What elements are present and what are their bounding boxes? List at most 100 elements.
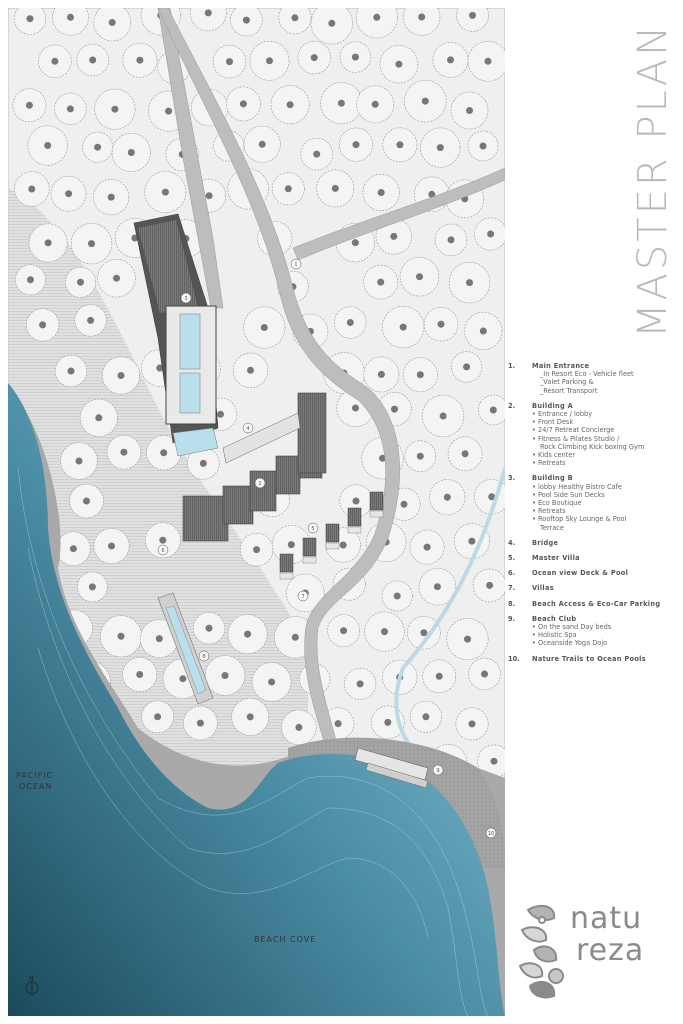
tree-trunk-icon xyxy=(88,240,95,248)
legend-subitem: Fitness & Pilates Studio / xyxy=(532,435,679,443)
legend-subitem: Rock Climbing Kick boxing Gym xyxy=(540,442,645,451)
tree-trunk-icon xyxy=(44,142,52,149)
north-label: N xyxy=(29,975,34,982)
tree-trunk-icon xyxy=(51,57,59,65)
legend-number: 1. xyxy=(508,362,516,370)
tree-trunk-icon xyxy=(436,144,444,152)
tree-trunk-icon xyxy=(352,404,359,412)
plan-marker xyxy=(432,764,444,776)
entrance-road xyxy=(157,8,224,309)
tree-trunk-icon xyxy=(418,13,426,21)
legend-number: 3. xyxy=(508,474,516,483)
tree-trunk-icon xyxy=(25,101,33,109)
tree-icon xyxy=(190,8,227,32)
tree-trunk-icon xyxy=(89,56,97,64)
tree-trunk-icon xyxy=(26,15,34,23)
plan-marker-label: 4 xyxy=(246,426,249,432)
villa xyxy=(369,491,384,511)
villa-deck xyxy=(325,542,340,550)
legend-number: 7. xyxy=(508,584,516,593)
tree-trunk-icon xyxy=(217,410,224,418)
ocean-view-pool xyxy=(157,592,214,705)
legend-sublist: lobby Healthy Bistro CafePool Side Sun D… xyxy=(532,483,679,532)
tree-trunk-icon xyxy=(352,141,360,149)
legend-sublist: On the sand Day bedsHolistic SpaOceansid… xyxy=(532,623,679,648)
plan-legend: 1. Main Entrance_In Resort Eco - Vehicle … xyxy=(507,362,679,670)
tree-trunk-icon xyxy=(127,149,135,156)
logo-leaf-icon xyxy=(518,904,564,999)
tree-trunk-icon xyxy=(67,13,74,21)
ocean xyxy=(8,383,505,1016)
tree-trunk-icon xyxy=(486,581,494,589)
tree-trunk-icon xyxy=(489,406,497,414)
tree-trunk-icon xyxy=(77,278,84,286)
plan-marker-label: 5 xyxy=(311,526,314,532)
tree-trunk-icon xyxy=(65,190,73,198)
tree-trunk-icon xyxy=(291,633,299,641)
tree-trunk-icon xyxy=(242,16,250,24)
legend-number: 2. xyxy=(508,401,516,410)
legend-subitem: _In Resort Eco - Vehicle fleet xyxy=(540,370,634,379)
tree-trunk-icon xyxy=(258,140,266,148)
villas xyxy=(279,491,384,580)
plan-marker-label: 6 xyxy=(161,548,164,554)
legend-item: 6.Ocean view Deck & Pool xyxy=(507,569,679,577)
tree-trunk-icon xyxy=(120,448,128,456)
legend-item: 9.Beach ClubOn the sand Day bedsHolistic… xyxy=(507,615,679,648)
building-a-terrace xyxy=(222,412,301,464)
tree-trunk-icon xyxy=(384,718,392,726)
legend-title: Main Entrance xyxy=(532,362,590,370)
tree-trunk-icon xyxy=(352,497,360,505)
tree-trunk-icon xyxy=(108,542,115,550)
tree-trunk-icon xyxy=(155,635,163,643)
pacific-ocean-label-2: OCEAN xyxy=(19,782,52,791)
logo-line-2: reza xyxy=(576,933,644,968)
tree-trunk-icon xyxy=(393,592,401,600)
plan-marker xyxy=(180,292,192,304)
tree-trunk-icon xyxy=(287,541,295,549)
legend-subitem: Holistic Spa xyxy=(532,631,679,639)
legend-title: Building B xyxy=(532,474,573,483)
tree-trunk-icon xyxy=(469,11,476,19)
legend-item: 5.Master Villa xyxy=(507,554,679,562)
tree-trunk-icon xyxy=(136,56,144,64)
legend-item: 7.Villas xyxy=(507,584,679,592)
villa-deck xyxy=(369,510,384,518)
tree-icon xyxy=(52,8,89,36)
tree-trunk-icon xyxy=(461,450,469,458)
legend-number: 8. xyxy=(508,599,516,608)
tree-trunk-icon xyxy=(95,414,103,422)
tree-trunk-icon xyxy=(331,184,339,192)
tree-trunk-icon xyxy=(396,141,404,149)
legend-subitem: Pool Side Sun Decks xyxy=(532,491,679,499)
building-a-roof xyxy=(275,455,301,495)
tree-trunk-icon xyxy=(400,500,408,508)
tree-trunk-icon xyxy=(244,630,252,638)
tree-trunk-icon xyxy=(87,316,95,324)
tree-trunk-icon xyxy=(416,273,423,281)
plan-marker xyxy=(157,544,169,556)
villa-deck xyxy=(302,556,317,564)
tree-trunk-icon xyxy=(111,105,119,113)
plan-marker xyxy=(242,422,254,434)
tree-trunk-icon xyxy=(75,457,83,465)
tree-trunk-icon xyxy=(339,541,347,549)
building-a-roof xyxy=(182,495,229,542)
tree-trunk-icon xyxy=(205,624,213,632)
tree-trunk-icon xyxy=(435,672,443,680)
side-road xyxy=(292,167,505,261)
tree-trunk-icon xyxy=(136,671,144,678)
building-b xyxy=(133,213,219,457)
tree-trunk-icon xyxy=(246,713,254,721)
tree-trunk-icon xyxy=(468,720,476,728)
plan-marker xyxy=(485,827,497,839)
tree-trunk-icon xyxy=(266,57,273,65)
tree-trunk-icon xyxy=(351,239,359,247)
tree-trunk-icon xyxy=(310,54,318,62)
legend-subitem: Retreats xyxy=(532,507,679,515)
tree-trunk-icon xyxy=(484,57,492,65)
tree-icon xyxy=(456,8,489,32)
tree-trunk-icon xyxy=(179,675,187,683)
tree-trunk-icon xyxy=(463,363,471,371)
tree-trunk-icon xyxy=(447,56,454,64)
